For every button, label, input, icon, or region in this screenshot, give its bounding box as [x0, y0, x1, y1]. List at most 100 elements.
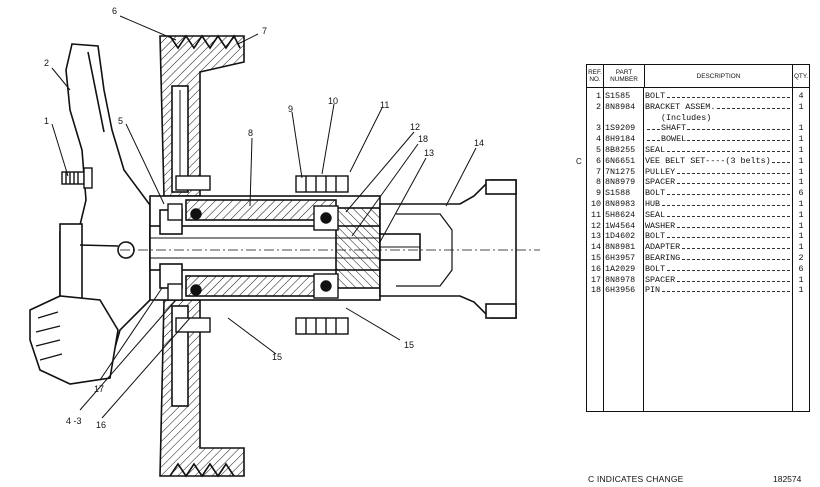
- row-qty: 1: [798, 101, 804, 112]
- row-qty: 1: [798, 220, 804, 231]
- row-part-number: 1S9209: [605, 123, 636, 134]
- row-description: SEAL: [643, 209, 793, 221]
- row-ref-no: 3: [595, 123, 601, 134]
- adapter: [379, 179, 517, 319]
- row-ref-no: 12: [590, 220, 601, 231]
- callout-15a: 15: [272, 352, 282, 362]
- callout-9: 9: [288, 104, 293, 114]
- seal-5: [167, 203, 202, 301]
- leader-lines: [51, 15, 477, 419]
- bearing-lower: [313, 273, 339, 299]
- row-description: SPACER: [643, 274, 793, 286]
- change-mark: C: [576, 157, 582, 166]
- row-part-number: 1W4564: [605, 220, 636, 231]
- row-part-number: 1D4602: [605, 231, 636, 242]
- callout-labels: 6 7 2 1 5 8 9 10 11 12 18 13 14 17 4 -3 …: [44, 6, 484, 430]
- callout-13: 13: [424, 148, 434, 158]
- row-qty: 1: [798, 242, 804, 253]
- table-row: 8 8N8979 SPACER 1: [587, 177, 809, 188]
- table-header: REF. NO. PART NUMBER DESCRIPTION QTY.: [587, 65, 809, 88]
- table-row: (Includes): [587, 112, 809, 124]
- row-description: SEAL: [643, 144, 793, 156]
- row-ref-no: 8: [595, 177, 601, 188]
- row-description-text: PULLEY: [645, 166, 677, 177]
- row-description-text: BOLT: [645, 231, 667, 242]
- callout-8: 8: [248, 128, 253, 138]
- row-ref-no: 1: [595, 91, 601, 101]
- row-description-text: BOLT: [645, 188, 667, 199]
- row-ref-no: [587, 113, 603, 124]
- row-qty: 1: [798, 209, 804, 220]
- row-ref-no: 18: [590, 285, 601, 296]
- row-description-text: BOWEL: [661, 134, 688, 145]
- row-description-text: SHAFT: [661, 123, 688, 134]
- row-description: BOLT: [643, 263, 793, 275]
- row-description-text: SPACER: [645, 274, 677, 285]
- row-part-number: 5H8624: [605, 209, 636, 220]
- header-ref-no: REF. NO.: [587, 65, 604, 87]
- callout-1: 1: [44, 116, 49, 126]
- callout-11: 11: [380, 100, 389, 110]
- row-description: BOLT: [643, 231, 793, 242]
- row-qty: [793, 113, 809, 124]
- row-ref-no: 14: [590, 242, 601, 253]
- row-part-number: 7N1275: [605, 166, 636, 177]
- column-divider: [603, 88, 604, 412]
- row-ref-no: 16: [590, 263, 601, 274]
- callout-4-3: 4 -3: [66, 416, 82, 426]
- bracket-assembly: [29, 43, 151, 385]
- row-part-number: 6N6651: [605, 155, 636, 166]
- figure-number: 182574: [773, 474, 802, 484]
- row-description-text: (Includes): [661, 112, 713, 123]
- row-ref-no: 11: [590, 209, 601, 220]
- row-ref-no: 2: [595, 101, 601, 112]
- row-description: HUB: [643, 198, 793, 210]
- row-qty: 1: [798, 155, 804, 166]
- row-description-text: BOLT: [645, 263, 667, 274]
- row-ref-no: 13: [590, 231, 601, 242]
- row-description-text: BEARING: [645, 252, 682, 263]
- hub-bolts: [175, 175, 349, 335]
- pulley: [159, 34, 245, 478]
- row-ref-no: 9: [595, 188, 601, 199]
- row-description: SPACER: [643, 177, 793, 188]
- row-part-number: [603, 113, 643, 124]
- row-description-text: WASHER: [645, 220, 677, 231]
- row-description: BOLT: [643, 188, 793, 199]
- row-part-number: 8N8979: [605, 177, 636, 188]
- row-description: WASHER: [643, 220, 793, 232]
- row-description: ADAPTER: [643, 242, 793, 253]
- callout-16: 16: [96, 420, 106, 430]
- row-description-text: BRACKET ASSEM.: [645, 101, 717, 112]
- hub-and-shaft: [149, 195, 381, 301]
- row-description: PULLEY: [643, 166, 793, 178]
- row-qty: 4: [798, 91, 804, 101]
- row-qty: 1: [798, 177, 804, 188]
- row-part-number: 8N8978: [605, 274, 636, 285]
- row-part-number: 8N8981: [605, 242, 636, 253]
- row-part-number: 6H3956: [605, 285, 636, 296]
- row-description-text: HUB: [645, 198, 662, 209]
- row-ref-no: 10: [590, 198, 601, 209]
- row-qty: 1: [798, 144, 804, 155]
- row-qty: 1: [798, 198, 804, 209]
- callout-14: 14: [474, 138, 484, 148]
- row-ref-no: 6: [595, 155, 601, 166]
- bearing-upper: [313, 205, 339, 231]
- table-row: 11 5H8624 SEAL 1: [587, 209, 809, 221]
- row-part-number: S1588: [605, 188, 631, 199]
- callout-17: 17: [94, 384, 104, 394]
- row-qty: 1: [798, 285, 804, 296]
- row-description: SHAFT: [643, 123, 793, 134]
- row-description: VEE BELT SET----(3 belts): [643, 155, 793, 167]
- row-description: BRACKET ASSEM.: [643, 101, 793, 113]
